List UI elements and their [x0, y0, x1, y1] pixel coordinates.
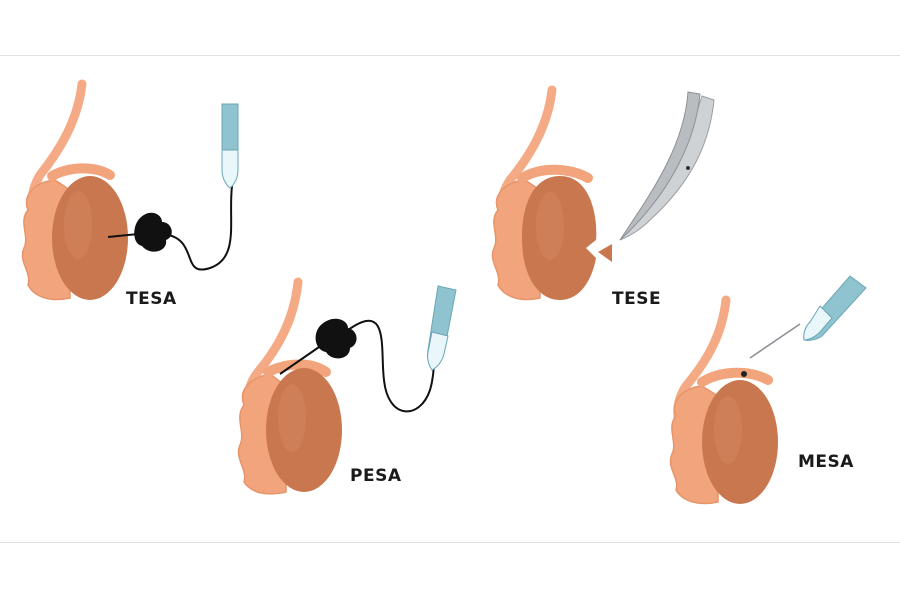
tesa-illustration — [21, 79, 239, 301]
mesa-illustration — [669, 275, 867, 505]
suction-bulb — [315, 318, 357, 359]
syringe-tip — [221, 149, 239, 189]
tese-panel: TESE — [470, 80, 730, 320]
tubing — [347, 319, 437, 413]
syringe-tip — [803, 305, 833, 341]
mesa-label: MESA — [798, 452, 854, 472]
tese-illustration — [491, 85, 715, 301]
scissors-pivot — [686, 166, 690, 170]
tese-label: TESE — [612, 289, 662, 309]
tesa-label: TESA — [126, 289, 177, 309]
tesa-panel: TESA — [0, 0, 450, 320]
scissors-blade-lower — [619, 91, 701, 241]
suction-bulb — [134, 212, 172, 252]
tubing — [162, 185, 233, 271]
syringe-tip — [427, 331, 449, 371]
pesa-label: PESA — [350, 466, 402, 486]
tissue-sample — [598, 244, 612, 262]
pesa-panel: PESA — [200, 270, 500, 510]
micro-needle — [749, 323, 801, 359]
mesa-panel: MESA — [650, 270, 890, 520]
pesa-illustration — [237, 277, 457, 495]
puncture-site — [741, 371, 747, 377]
diagram-frame — [0, 55, 900, 543]
